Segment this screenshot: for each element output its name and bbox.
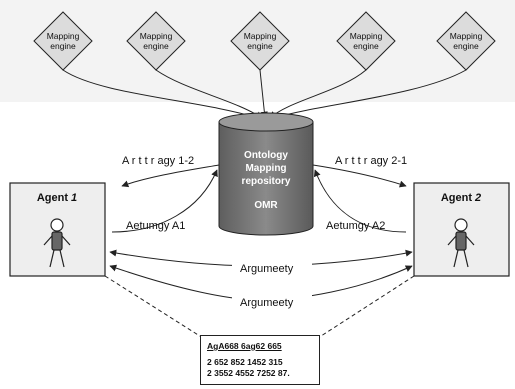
argument-note: AgA668 6ag62 665 2 652 852 1452 315 2 35… <box>200 335 320 385</box>
mapping-engine-4-label-2: engine <box>353 41 379 51</box>
edge-engine-2-repo <box>155 69 263 119</box>
ontology-mapping-repository: Ontology Mapping repository OMR <box>218 112 314 236</box>
repository-line-2: Mapping <box>245 163 286 174</box>
note-connector-left <box>104 275 204 339</box>
mapping-engine-5-label-2: engine <box>453 41 479 51</box>
repository-abbr: OMR <box>254 200 278 211</box>
label-strategy-2-1: A r t t r agy 2-1 <box>335 155 407 167</box>
edge-argument-a2 <box>313 169 407 233</box>
label-argument-a2: Aetumgy A2 <box>326 220 385 232</box>
mapping-engine-5-label-1: Mapping <box>450 31 483 41</box>
edge-strategy-2-1 <box>312 164 407 188</box>
edge-engine-1-repo <box>62 69 259 120</box>
label-argument-bottom: Argumeety <box>240 297 294 309</box>
edge-engine-4-repo <box>269 69 367 119</box>
strategy-edges <box>111 164 407 233</box>
note-line-2: 2 3552 4552 7252 87. <box>207 368 290 378</box>
mapping-engine-1-label-2: engine <box>50 41 76 51</box>
repository-line-1: Ontology <box>244 150 288 161</box>
note-connectors <box>104 275 415 339</box>
label-argument-a1: Aetumgy A1 <box>126 220 185 232</box>
agent-1: Agent 1 <box>9 182 106 277</box>
mapping-engine-4-label-1: Mapping <box>350 31 383 41</box>
label-argument-top: Argumeety <box>240 263 294 275</box>
edge-strategy-1-2 <box>121 164 220 188</box>
mapping-engine-3-label-1: Mapping <box>244 31 277 41</box>
edge-argument-a1 <box>111 169 218 233</box>
repository-line-3: repository <box>242 176 291 187</box>
engine-edges <box>62 69 467 120</box>
mapping-engine-1-label-1: Mapping <box>47 31 80 41</box>
edge-engine-5-repo <box>273 69 467 120</box>
mapping-engine-1: Mapping engine <box>33 11 93 71</box>
mapping-engine-2: Mapping engine <box>126 11 186 71</box>
argument-edges <box>109 249 413 301</box>
mapping-engine-3-label-2: engine <box>247 41 273 51</box>
label-bg-top <box>232 261 312 274</box>
mapping-engine-2-label-2: engine <box>143 41 169 51</box>
mapping-engine-5: Mapping engine <box>436 11 496 71</box>
note-line-1: 2 652 852 1452 315 <box>207 357 283 367</box>
label-strategy-1-2: A r t t r agy 1-2 <box>122 155 194 167</box>
mapping-engine-3: Mapping engine <box>230 11 290 71</box>
person-icon <box>447 218 475 268</box>
label-bg-bottom <box>232 295 312 308</box>
agent-2: Agent 2 <box>413 182 510 277</box>
mapping-engine-4: Mapping engine <box>336 11 396 71</box>
note-connector-right <box>317 275 415 339</box>
mapping-engine-2-label-1: Mapping <box>140 31 173 41</box>
person-icon <box>43 218 71 268</box>
agent-2-title: Agent 2 <box>441 192 481 204</box>
edge-engine-3-repo <box>259 69 268 119</box>
agent-1-title: Agent 1 <box>37 192 77 204</box>
note-header: AgA668 6ag62 665 <box>207 341 282 351</box>
